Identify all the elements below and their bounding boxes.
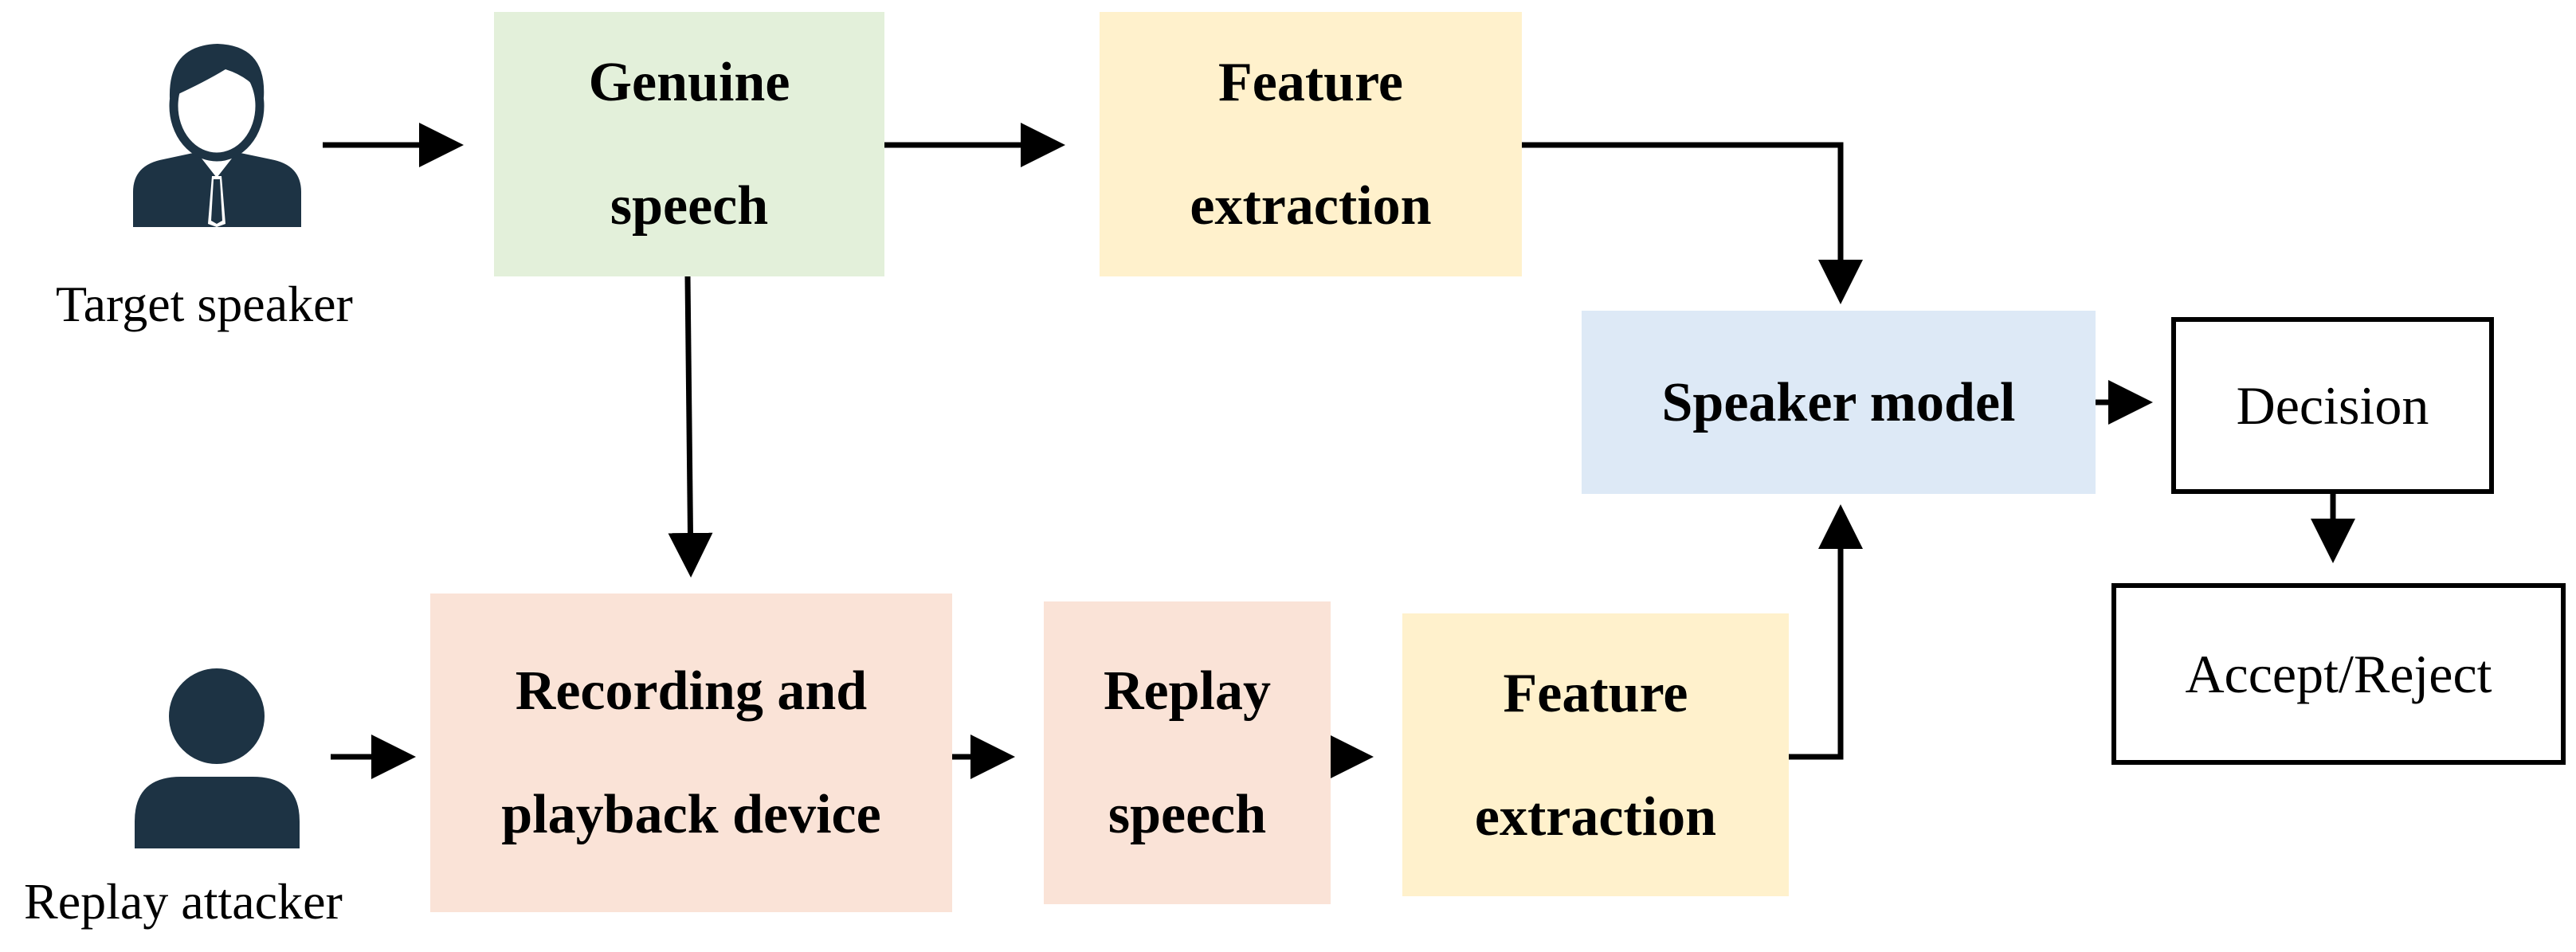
- recording-device-line1: Recording and: [515, 660, 868, 722]
- replay-attacker-label: Replay attacker: [24, 873, 343, 930]
- speaker-model-box: Speaker model: [1582, 311, 2096, 494]
- businessman-icon: [133, 44, 301, 227]
- feature-extraction-top-box: Feature extraction: [1100, 12, 1522, 276]
- replay-speech-box: Replay speech: [1044, 601, 1331, 904]
- target-speaker-label: Target speaker: [56, 276, 353, 332]
- feature-extraction-top-line2: extraction: [1190, 175, 1432, 237]
- feature-extraction-bottom-box: Feature extraction: [1402, 613, 1789, 896]
- arrow-feature-to-model: [1522, 142, 1863, 304]
- arrow-feature-to-model-bottom: [1789, 504, 1863, 760]
- recording-device-line2: playback device: [501, 784, 881, 845]
- feature-extraction-bottom-line1: Feature: [1503, 662, 1688, 724]
- replay-speech-line1: Replay: [1104, 660, 1271, 722]
- genuine-speech-line2: speech: [610, 175, 769, 237]
- decision-label: Decision: [2236, 374, 2429, 436]
- accept-reject-label: Accept/Reject: [2185, 643, 2492, 704]
- recording-device-box: Recording and playback device: [430, 594, 952, 912]
- accept-reject-box: Accept/Reject: [2111, 583, 2566, 765]
- decision-box: Decision: [2171, 317, 2494, 494]
- feature-extraction-bottom-line2: extraction: [1474, 785, 1717, 848]
- arrow-genuine-to-recording: [668, 276, 713, 578]
- person-icon: [135, 668, 300, 848]
- speaker-model-label: Speaker model: [1661, 371, 2016, 433]
- genuine-speech-box: Genuine speech: [494, 12, 884, 276]
- genuine-speech-line1: Genuine: [588, 52, 790, 113]
- replay-speech-line2: speech: [1108, 784, 1267, 845]
- feature-extraction-top-line1: Feature: [1218, 52, 1403, 113]
